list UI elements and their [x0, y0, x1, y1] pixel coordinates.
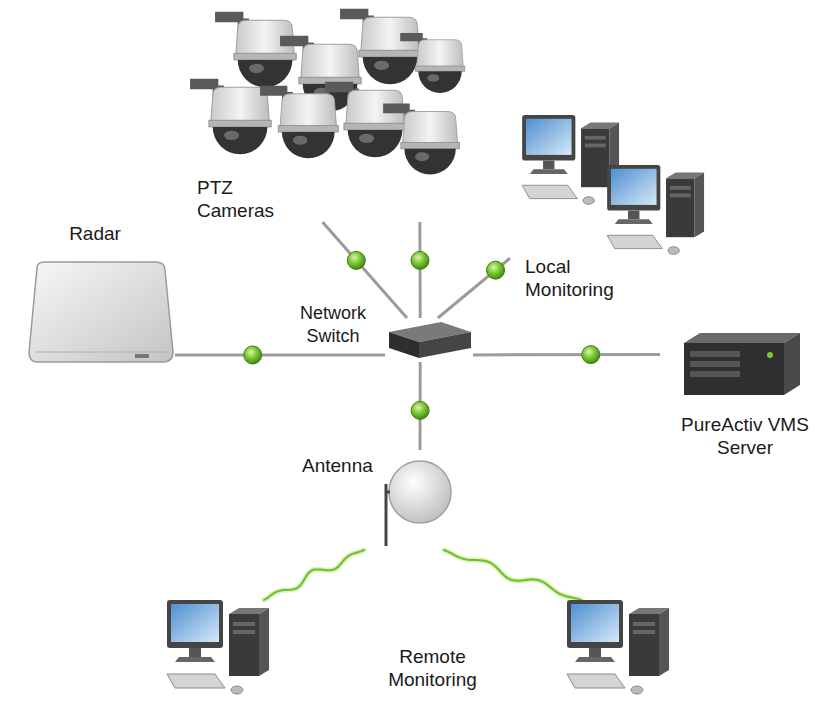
- device-label: Network Switch: [291, 302, 375, 348]
- device-node: Network Switch: [385, 318, 473, 362]
- network-cable: [411, 222, 429, 318]
- device-label: Local Monitoring: [525, 255, 640, 301]
- device-label: PureActiv VMS Server: [665, 413, 825, 459]
- wireless-link: [444, 550, 581, 600]
- network-cable: [473, 346, 660, 364]
- device-label: Antenna: [302, 454, 382, 477]
- device-picture: [385, 318, 473, 362]
- network-cable: [411, 362, 429, 450]
- device-node: Local Monitoring: [510, 110, 710, 305]
- device-node: Radar: [15, 220, 175, 370]
- device-node: PTZ Cameras: [175, 0, 470, 222]
- wireless-link: [264, 550, 364, 600]
- device-node: Antenna: [300, 450, 460, 550]
- device-node: PureActiv VMS Server: [660, 325, 835, 465]
- device-label: Remote Monitoring: [375, 645, 490, 691]
- device-label: PTZ Cameras: [197, 176, 292, 222]
- device-node: Remote Monitoring: [160, 600, 680, 705]
- network-cable: [175, 346, 385, 364]
- network-cable: [438, 258, 510, 318]
- device-label: Radar: [15, 222, 175, 245]
